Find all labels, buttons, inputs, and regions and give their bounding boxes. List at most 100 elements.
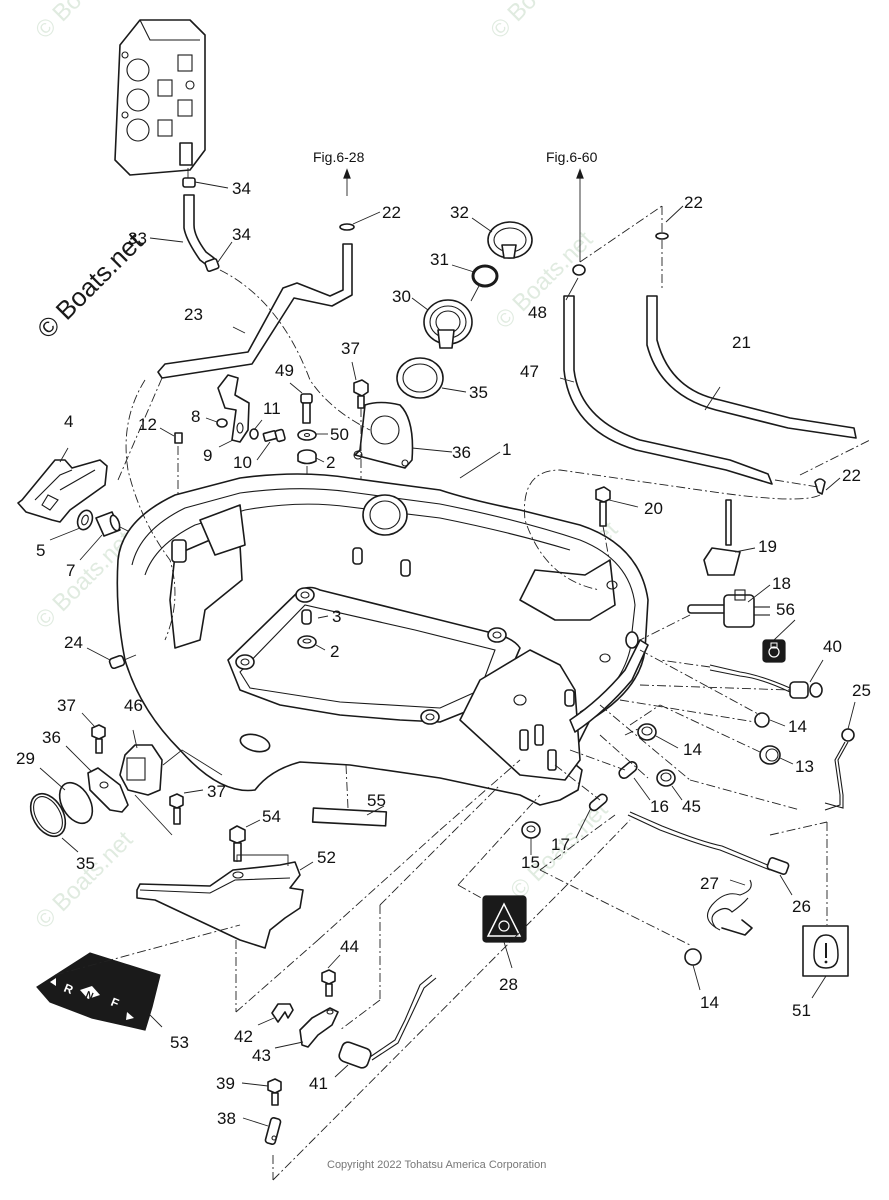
watermark: © Boats.net xyxy=(30,826,138,934)
callout-31: 31 xyxy=(430,250,449,269)
fig-6-28-ref: Fig.6-28 xyxy=(313,149,365,196)
callout-44: 44 xyxy=(340,937,359,956)
part-27-lanyard xyxy=(706,879,753,936)
part-47-hose xyxy=(563,295,773,485)
callout-34: 34 xyxy=(232,179,251,198)
part-46-housing xyxy=(119,744,163,796)
callout-10: 10 xyxy=(233,453,252,472)
callout-2: 2 xyxy=(326,453,335,472)
callout-30: 30 xyxy=(392,287,411,306)
part-39-bolt xyxy=(267,1078,282,1106)
callout-14: 14 xyxy=(683,740,702,759)
callout-15: 15 xyxy=(521,853,540,872)
part-2-grommet-upper xyxy=(297,449,317,465)
connection-lines xyxy=(54,269,828,1181)
callout-35: 35 xyxy=(469,383,488,402)
part-13-grommet xyxy=(759,745,781,765)
callout-24: 24 xyxy=(64,633,83,652)
callout-labels: 34 34 33 22 32 31 30 48 22 23 37 35 47 2… xyxy=(16,179,871,1128)
callout-33: 33 xyxy=(128,229,147,248)
callout-38: 38 xyxy=(217,1109,236,1128)
part-54-bolt xyxy=(229,825,246,862)
callout-23: 23 xyxy=(184,305,203,324)
callout-25: 25 xyxy=(852,681,871,700)
watermark: © Boats.net xyxy=(30,0,138,44)
part-37-bolt-lower xyxy=(169,793,184,825)
part-9-bracket xyxy=(217,374,250,443)
part-24-screw xyxy=(108,654,137,670)
part-22-clip-b xyxy=(655,232,669,240)
arrow-right-icon xyxy=(126,1012,134,1020)
callout-37: 37 xyxy=(341,339,360,358)
callout-12: 12 xyxy=(138,415,157,434)
callout-34: 34 xyxy=(232,225,251,244)
callout-19: 19 xyxy=(758,537,777,556)
callout-46: 46 xyxy=(124,696,143,715)
part-10-screw xyxy=(262,428,286,443)
leader-lines xyxy=(39,181,856,1127)
part-5-seal xyxy=(76,509,94,531)
part-35-ring-left xyxy=(29,792,67,838)
callout-20: 20 xyxy=(644,499,663,518)
callout-36: 36 xyxy=(452,443,471,462)
callout-27: 27 xyxy=(700,874,719,893)
callout-49: 49 xyxy=(275,361,294,380)
callout-48: 48 xyxy=(528,303,547,322)
part-25-sensor xyxy=(824,728,855,811)
part-56-decal xyxy=(762,639,786,663)
callout-26: 26 xyxy=(792,897,811,916)
part-21-hose xyxy=(646,295,857,439)
callout-45: 45 xyxy=(682,797,701,816)
arrow-left-icon xyxy=(50,978,56,986)
part-55-label xyxy=(311,764,388,827)
callout-8: 8 xyxy=(191,407,200,426)
part-29-cap xyxy=(58,781,94,825)
part-36-bracket xyxy=(353,401,414,469)
part-16-grommet xyxy=(618,760,638,780)
callout-47: 47 xyxy=(520,362,539,381)
fig-6-60-ref: Fig.6-60 xyxy=(546,149,598,262)
callout-42: 42 xyxy=(234,1027,253,1046)
part-31-o-ring xyxy=(471,264,499,288)
callout-53: 53 xyxy=(170,1033,189,1052)
part-30-plug xyxy=(423,299,473,349)
callout-43: 43 xyxy=(252,1046,271,1065)
callout-50: 50 xyxy=(330,425,349,444)
callout-9: 9 xyxy=(203,446,212,465)
part-51-decal xyxy=(802,925,849,977)
part-45-grommet xyxy=(656,769,676,787)
callout-54: 54 xyxy=(262,807,281,826)
part-12-nipple xyxy=(174,432,183,545)
part-42-clip xyxy=(271,1003,294,1023)
callout-17: 17 xyxy=(551,835,570,854)
part-43-bracket xyxy=(299,1007,339,1048)
part-4-handle xyxy=(17,459,108,523)
part-20-bolt xyxy=(595,486,613,576)
part-50-washer xyxy=(297,429,317,441)
callout-29: 29 xyxy=(16,749,35,768)
part-26-kill-switch xyxy=(627,811,790,876)
callout-36: 36 xyxy=(42,728,61,747)
part-14-plug-a xyxy=(754,712,770,728)
callout-3: 3 xyxy=(332,607,341,626)
copyright-notice: Copyright 2022 Tohatsu America Corporati… xyxy=(327,1159,546,1171)
part-23-hose xyxy=(157,243,353,379)
part-41-sensor xyxy=(338,974,437,1069)
callout-52: 52 xyxy=(317,848,336,867)
part-28-decal xyxy=(482,895,527,943)
part-40-sensor xyxy=(709,664,823,699)
part-32-cap xyxy=(487,221,533,259)
part-34-grommet-upper xyxy=(182,177,196,188)
callout-22: 22 xyxy=(382,203,401,222)
cylinder-head xyxy=(114,19,206,178)
part-53-shift-decal: R N F xyxy=(36,952,161,1031)
callout-21: 21 xyxy=(732,333,751,352)
part-37-bolt-left xyxy=(91,724,106,754)
callout-37: 37 xyxy=(57,696,76,715)
callout-39: 39 xyxy=(216,1074,235,1093)
part-1-lower-cowling xyxy=(116,473,649,806)
callout-14: 14 xyxy=(788,717,807,736)
part-36-bracket-left xyxy=(87,767,129,813)
callout-4: 4 xyxy=(64,412,73,431)
